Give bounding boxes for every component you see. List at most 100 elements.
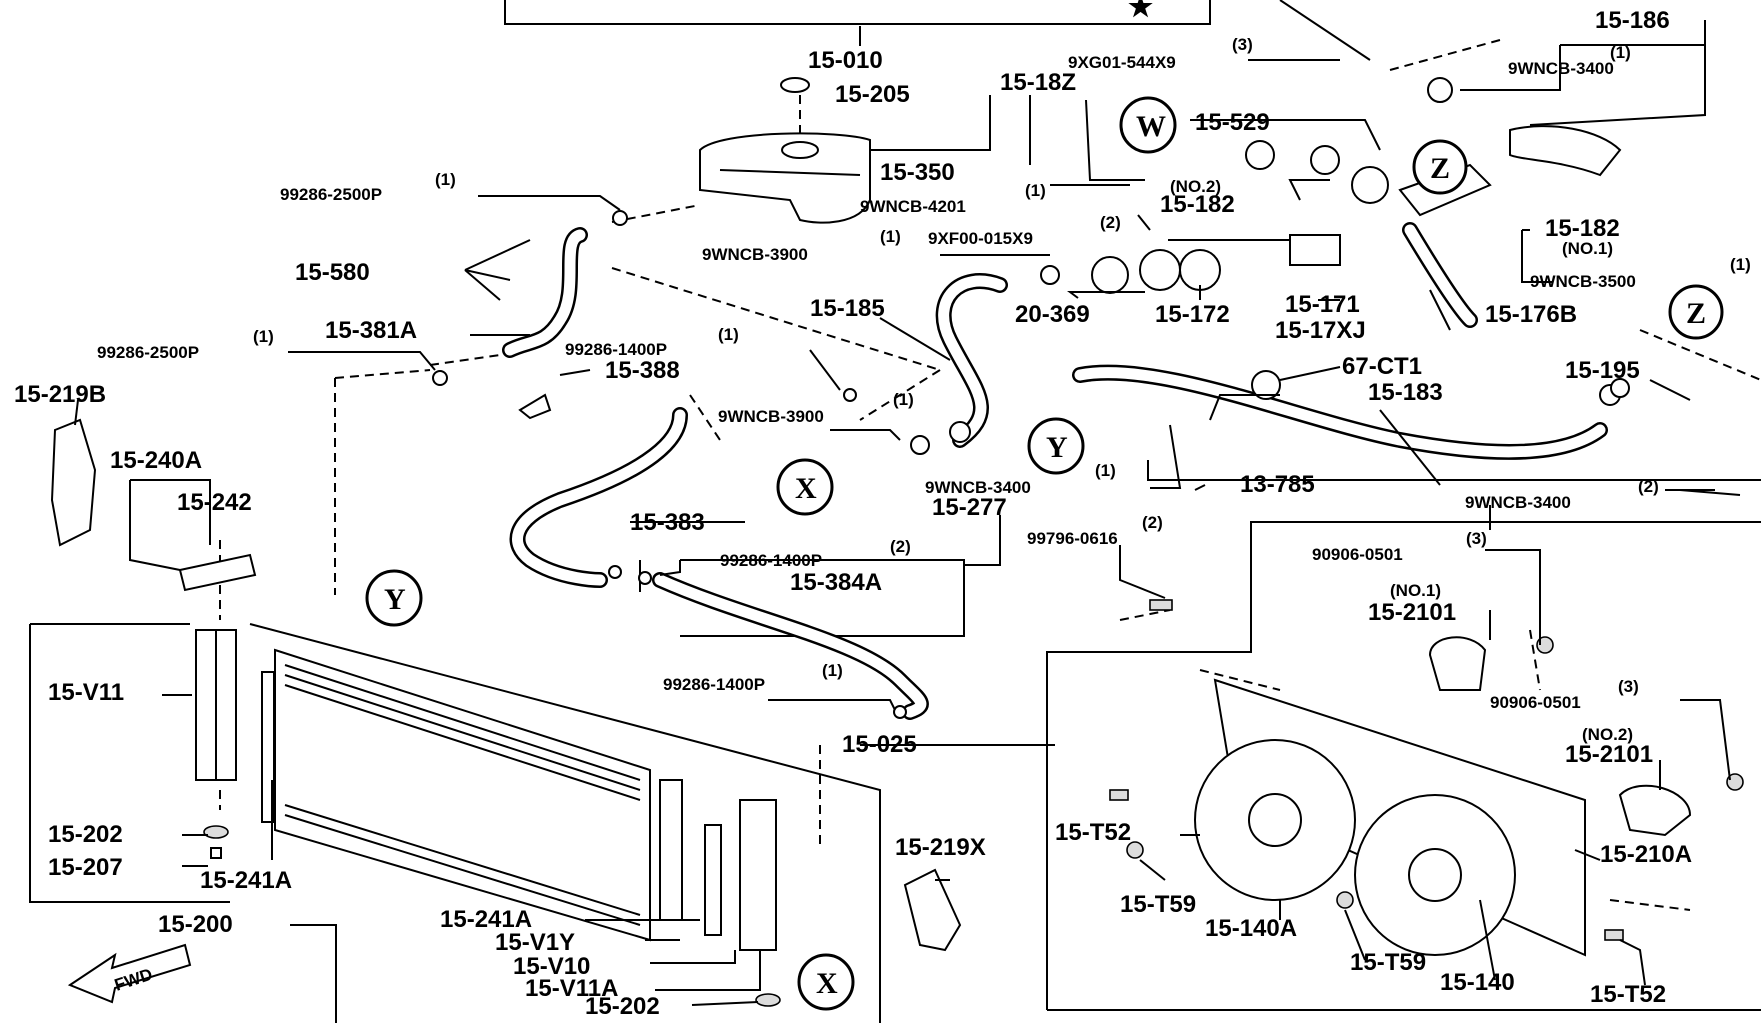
marker-x-bottom: X bbox=[816, 967, 838, 1000]
label-15-381a: 15-381A bbox=[325, 317, 417, 344]
drain-gasket bbox=[210, 847, 222, 859]
label-15-205: 15-205 bbox=[835, 81, 910, 108]
frame-lines: ★ bbox=[29, 0, 1761, 1023]
label-15-171: 15-171 bbox=[1285, 291, 1360, 318]
fwd-arrow: FWD bbox=[67, 943, 192, 1004]
marker-z-right-circle bbox=[1668, 284, 1724, 340]
label-15-v10: 15-V10 bbox=[513, 953, 590, 980]
label-15-v11: 15-V11 bbox=[48, 679, 124, 706]
label-15-172: 15-172 bbox=[1155, 301, 1230, 328]
hose-15-186 bbox=[1509, 125, 1622, 177]
clip-15-388 bbox=[518, 393, 552, 420]
label-no2-b: (NO.2) bbox=[1582, 725, 1633, 744]
drain-stand bbox=[704, 824, 722, 936]
marker-w-circle bbox=[1119, 96, 1177, 154]
label-15-t52-a: 15-T52 bbox=[1055, 819, 1131, 846]
label-9wncb-3900-a: 9WNCB-3900 bbox=[702, 245, 808, 264]
reserve-tank bbox=[699, 77, 871, 224]
label-15-2101-a: 15-2101 bbox=[1368, 599, 1456, 626]
qty-9wncb-3400-c: (2) bbox=[1638, 477, 1659, 496]
marker-y-right: Y bbox=[1046, 431, 1068, 464]
drain-plug-b bbox=[755, 993, 781, 1007]
marker-x-top: X bbox=[795, 472, 817, 505]
qty-9xg01: (3) bbox=[1232, 35, 1253, 54]
label-15-580: 15-580 bbox=[295, 259, 370, 286]
qty-99286-1400p-a: (1) bbox=[718, 325, 739, 344]
qty-99286-1400p-c: (1) bbox=[822, 661, 843, 680]
assembly-dashed-lines bbox=[219, 39, 1761, 911]
label-90906-0501-a: 90906-0501 bbox=[1312, 545, 1403, 564]
coolant-hoses bbox=[502, 222, 1608, 720]
fan-motor-no2 bbox=[1618, 784, 1692, 837]
label-15-182-a: 15-182 bbox=[1160, 191, 1235, 218]
qty-9wncb-3500: (1) bbox=[1730, 255, 1751, 274]
radiator-core bbox=[274, 648, 651, 942]
label-15-388: 15-388 bbox=[605, 357, 680, 384]
label-15-242: 15-242 bbox=[177, 489, 252, 516]
label-15-140: 15-140 bbox=[1440, 969, 1515, 996]
label-15-350: 15-350 bbox=[880, 159, 955, 186]
marker-y-right-circle bbox=[1027, 417, 1085, 475]
label-9wncb-3400-c: 9WNCB-3400 bbox=[1465, 493, 1571, 512]
part-labels: 15-010 15-186 (3) 9XG01-544X9 (1) 9WNCB-… bbox=[14, 7, 1751, 1020]
seal-15-241a-b bbox=[659, 779, 683, 921]
marker-y-left-circle bbox=[365, 569, 423, 627]
label-9wncb-3400-top: 9WNCB-3400 bbox=[1508, 59, 1614, 78]
label-15-183: 15-183 bbox=[1368, 379, 1443, 406]
label-99286-2500p-b: 99286-2500P bbox=[97, 343, 199, 362]
bolt-15-t52-b bbox=[1604, 929, 1624, 941]
thermostat-housing bbox=[1091, 125, 1622, 294]
nut-15-t59-a bbox=[1126, 841, 1144, 859]
label-15-18z: 15-18Z bbox=[1000, 69, 1076, 96]
label-15-17xj: 15-17XJ bbox=[1275, 317, 1366, 344]
label-15-025: 15-025 bbox=[842, 731, 917, 758]
label-9xf00-015x9: 9XF00-015X9 bbox=[928, 229, 1033, 248]
label-15-v11a: 15-V11A bbox=[525, 975, 618, 1002]
label-15-241a-b: 15-241A bbox=[440, 906, 532, 933]
right-tank bbox=[739, 799, 777, 951]
label-15-186: 15-186 bbox=[1595, 7, 1670, 34]
label-15-185: 15-185 bbox=[810, 295, 885, 322]
star-mark: ★ bbox=[1128, 0, 1153, 22]
qty-9wncb-4201: (1) bbox=[1025, 181, 1046, 200]
label-15-210a: 15-210A bbox=[1600, 841, 1692, 868]
label-9wncb-3400-b: 9WNCB-3400 bbox=[925, 478, 1031, 497]
clamps bbox=[432, 77, 1630, 719]
qty-9wncb-3900-a: (1) bbox=[880, 227, 901, 246]
label-15-t52-b: 15-T52 bbox=[1590, 981, 1666, 1008]
qty-9wncb-3400-top: (1) bbox=[1610, 43, 1631, 62]
leader-lines bbox=[74, 0, 1741, 1023]
label-15-t59-b: 15-T59 bbox=[1350, 949, 1426, 976]
label-15-219x: 15-219X bbox=[895, 834, 986, 861]
marker-z-top: Z bbox=[1430, 152, 1450, 185]
label-15-195: 15-195 bbox=[1565, 357, 1640, 384]
label-99286-2500p-a: 99286-2500P bbox=[280, 185, 382, 204]
marker-y-left: Y bbox=[384, 583, 406, 616]
label-15-200: 15-200 bbox=[158, 911, 233, 938]
qty-9wncb-3400-b: (1) bbox=[1095, 461, 1116, 480]
fan-motor-no1 bbox=[1428, 636, 1487, 691]
label-13-785: 13-785 bbox=[1240, 471, 1315, 498]
label-99286-1400p-a: 99286-1400P bbox=[565, 340, 667, 359]
label-15-176b: 15-176B bbox=[1485, 301, 1577, 328]
label-15-383: 15-383 bbox=[630, 509, 705, 536]
label-no1-a: (NO.1) bbox=[1562, 239, 1613, 258]
bolt-15-t52-a bbox=[1109, 789, 1129, 801]
qty-99286-2500p-a: (1) bbox=[435, 170, 456, 189]
bracket-15-240a bbox=[178, 553, 257, 592]
label-15-277: 15-277 bbox=[932, 494, 1007, 521]
label-9xg01-544x9: 9XG01-544X9 bbox=[1068, 53, 1176, 72]
bracket-parts bbox=[50, 393, 962, 952]
radiator-fins bbox=[284, 664, 641, 926]
fan-assembly bbox=[1109, 599, 1744, 957]
bolt-99796 bbox=[1149, 599, 1173, 611]
label-9wncb-4201: 9WNCB-4201 bbox=[860, 197, 966, 216]
label-15-384a: 15-384A bbox=[790, 569, 882, 596]
label-9wncb-3500: 9WNCB-3500 bbox=[1530, 272, 1636, 291]
clamp-15-186 bbox=[1427, 77, 1453, 103]
label-15-241a-a: 15-241A bbox=[200, 867, 292, 894]
label-99286-1400p-c: 99286-1400P bbox=[663, 675, 765, 694]
label-no1-b: (NO.1) bbox=[1390, 581, 1441, 600]
label-90906-0501-b: 90906-0501 bbox=[1490, 693, 1581, 712]
